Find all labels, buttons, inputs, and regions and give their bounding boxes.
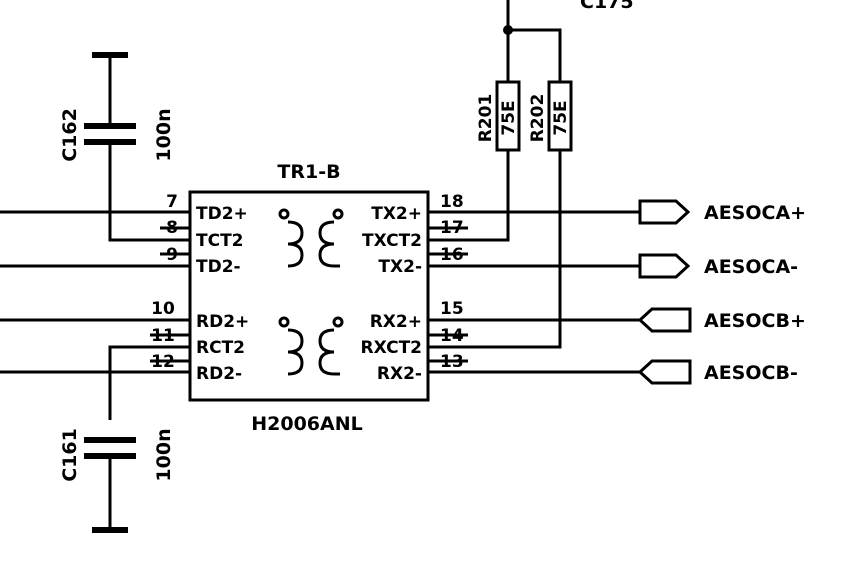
port-label: AESOCB- — [704, 362, 798, 384]
top-net-label: C175 — [580, 0, 634, 13]
coil-primary — [287, 220, 304, 268]
pin-name: TD2+ — [196, 204, 248, 224]
polarity-dot — [332, 208, 344, 220]
capacitor-value: 100n — [153, 108, 175, 161]
junction-dot — [503, 25, 513, 35]
resistor-value: 75E — [499, 100, 519, 135]
pin-number: 17 — [440, 218, 464, 238]
port-input-shape — [637, 359, 692, 385]
capacitor-value: 100n — [153, 428, 175, 481]
capacitor-c162: C162 100n — [59, 52, 175, 162]
pin-number: 12 — [151, 352, 175, 372]
pin-number: 16 — [440, 245, 464, 265]
pin-name: TX2+ — [371, 204, 422, 224]
resistor-ref: R202 — [528, 94, 548, 143]
resistor-r201-body — [495, 80, 521, 152]
polarity-dot — [278, 208, 290, 220]
port-label: AESOCB+ — [704, 310, 806, 332]
port-input-shape — [637, 307, 692, 333]
transformer-tx-coils — [278, 208, 344, 268]
pin-number: 8 — [166, 218, 178, 238]
left-pin-underlines — [150, 226, 190, 363]
coil-secondary — [318, 328, 340, 376]
pin-name: TX2- — [378, 257, 422, 277]
left-pin-numbers: 7 8 9 10 11 12 — [151, 192, 178, 372]
coil-primary — [287, 328, 304, 376]
pin-name: TCT2 — [196, 231, 244, 251]
resistor-r202-body — [547, 80, 573, 152]
pin-number: 9 — [166, 245, 178, 265]
pin-number: 7 — [166, 192, 178, 212]
transformer-rx-coils — [278, 316, 344, 376]
pin-number: 14 — [440, 326, 464, 346]
polarity-dot — [332, 316, 344, 328]
resistor-value: 75E — [551, 100, 571, 135]
port-output-shape — [638, 199, 691, 225]
left-pin-names: TD2+ TCT2 TD2- RD2+ RCT2 RD2- — [196, 204, 249, 384]
transformer-body — [188, 190, 430, 402]
pin-number: 11 — [151, 326, 175, 346]
right-pin-underlines — [428, 226, 468, 363]
transformer-part: H2006ANL — [251, 413, 363, 435]
coil-secondary — [318, 220, 340, 268]
pin-number: 13 — [440, 352, 464, 372]
left-wires — [0, 140, 190, 420]
port-output-shape — [638, 253, 691, 279]
resistor-network: R201 75E R202 75E C175 — [476, 0, 634, 152]
ports: AESOCA+ AESOCA- AESOCB+ AESOCB- — [637, 199, 806, 385]
capacitor-c161: C161 100n — [59, 428, 175, 533]
pin-name: RX2- — [377, 364, 422, 384]
capacitor-ref: C161 — [59, 428, 81, 482]
transformer-ref: TR1-B — [277, 161, 340, 183]
pin-name: RD2+ — [196, 312, 249, 332]
pin-name: RXCT2 — [361, 338, 423, 358]
resistor-ref: R201 — [476, 94, 496, 143]
right-pin-numbers: 18 17 16 15 14 13 — [440, 192, 464, 372]
pin-name: TD2- — [196, 257, 241, 277]
pin-name: RD2- — [196, 364, 242, 384]
pin-name: RX2+ — [370, 312, 422, 332]
pin-name: RCT2 — [196, 338, 245, 358]
capacitor-ref: C162 — [59, 108, 81, 162]
pin-number: 18 — [440, 192, 464, 212]
polarity-dot — [278, 316, 290, 328]
right-wires — [428, 150, 640, 374]
right-pin-names: TX2+ TXCT2 TX2- RX2+ RXCT2 RX2- — [361, 204, 423, 384]
pin-name: TXCT2 — [362, 231, 422, 251]
port-label: AESOCA- — [704, 256, 798, 278]
port-label: AESOCA+ — [704, 202, 806, 224]
pin-number: 10 — [151, 299, 175, 319]
pin-number: 15 — [440, 299, 464, 319]
